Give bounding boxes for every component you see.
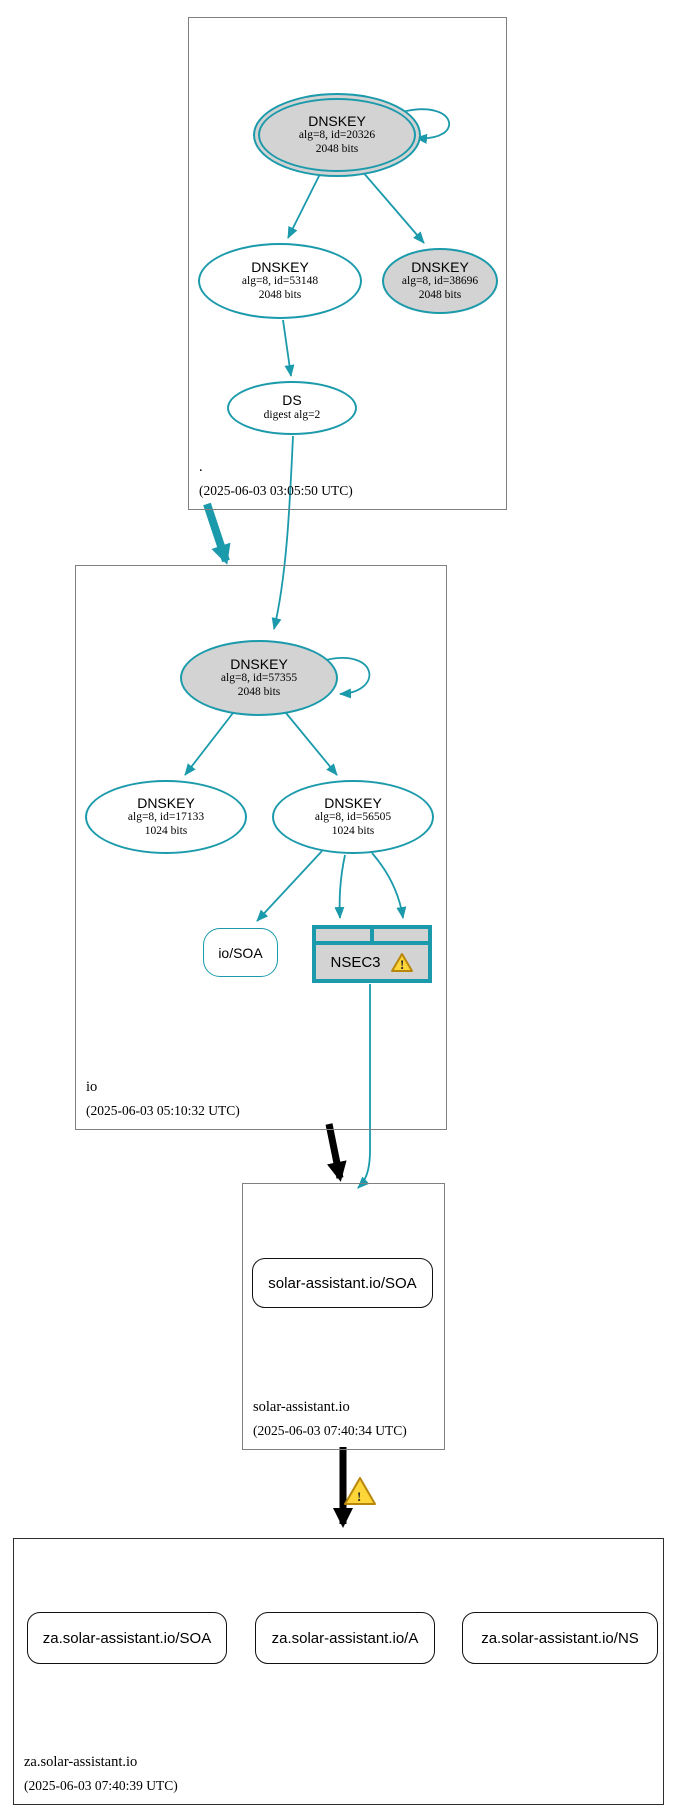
zone-timestamp: (2025-06-03 05:10:32 UTC) (86, 1103, 240, 1118)
zone-name: solar-assistant.io (253, 1399, 350, 1415)
node-title: DNSKEY (324, 794, 382, 811)
node-bits: 1024 bits (144, 824, 188, 837)
node-bits: 2048 bits (418, 288, 462, 301)
node-title: DNSKEY (308, 112, 366, 129)
zone-footer-root: . (2025-06-03 03:05:50 UTC) (199, 459, 353, 499)
nsec3-cell (316, 929, 370, 941)
rrset-label: za.solar-assistant.io/NS (481, 1629, 639, 1647)
node-title: DNSKEY (230, 655, 288, 672)
zone-timestamp: (2025-06-03 07:40:39 UTC) (24, 1778, 178, 1793)
zone-name: . (199, 459, 203, 475)
nsec3-node[interactable]: NSEC3 ! (312, 925, 432, 983)
zone-footer-za-solar-assistant: za.solar-assistant.io (2025-06-03 07:40:… (24, 1754, 178, 1794)
node-meta: alg=8, id=56505 (314, 810, 392, 823)
dnskey-node-io-ksk[interactable]: DNSKEY alg=8, id=57355 2048 bits (180, 640, 338, 716)
dnskey-node-root-zsk[interactable]: DNSKEY alg=8, id=53148 2048 bits (198, 243, 362, 319)
dnskey-node-root-ksk[interactable]: DNSKEY alg=8, id=20326 2048 bits (253, 93, 421, 177)
node-meta: alg=8, id=20326 (298, 128, 376, 141)
zone-footer-io: io (2025-06-03 05:10:32 UTC) (86, 1079, 240, 1119)
node-meta: alg=8, id=38696 (401, 274, 479, 287)
svg-text:!: ! (400, 957, 404, 972)
dnskey-node-root-38696[interactable]: DNSKEY alg=8, id=38696 2048 bits (382, 248, 498, 314)
zone-box-root: . (2025-06-03 03:05:50 UTC) (188, 17, 507, 510)
dnskey-node-io-zsk2[interactable]: DNSKEY alg=8, id=56505 1024 bits (272, 780, 434, 854)
zone-name: za.solar-assistant.io (24, 1754, 138, 1770)
rrset-node-io-soa[interactable]: io/SOA (203, 928, 278, 977)
node-bits: 2048 bits (237, 685, 281, 698)
zone-box-io: io (2025-06-03 05:10:32 UTC) (75, 565, 447, 1130)
zone-timestamp: (2025-06-03 03:05:50 UTC) (199, 483, 353, 498)
rrset-label: solar-assistant.io/SOA (268, 1274, 417, 1292)
warning-icon[interactable]: ! (390, 952, 414, 973)
node-meta: digest alg=2 (263, 408, 321, 421)
node-meta: alg=8, id=53148 (241, 274, 319, 287)
rrset-label: za.solar-assistant.io/A (271, 1629, 419, 1647)
rrset-node-za-a[interactable]: za.solar-assistant.io/A (255, 1612, 435, 1664)
zone-box-solar-assistant: solar-assistant.io (2025-06-03 07:40:34 … (242, 1183, 445, 1450)
nsec3-header-cells (316, 929, 428, 941)
node-bits: 2048 bits (315, 142, 359, 155)
root-to-io-delegation-arrow (203, 502, 231, 565)
io-to-solar-delegation-arrow (325, 1123, 347, 1182)
node-title: DNSKEY (137, 794, 195, 811)
node-title: DNSKEY (251, 258, 309, 275)
node-title: DNSKEY (411, 258, 469, 275)
rrset-label: za.solar-assistant.io/SOA (42, 1629, 212, 1647)
zone-box-za-solar-assistant: za.solar-assistant.io (2025-06-03 07:40:… (13, 1538, 664, 1805)
nsec3-body: NSEC3 ! (316, 945, 428, 979)
rrset-node-za-soa[interactable]: za.solar-assistant.io/SOA (27, 1612, 227, 1664)
rrset-label: io/SOA (218, 944, 263, 961)
rrset-node-solar-soa[interactable]: solar-assistant.io/SOA (252, 1258, 433, 1308)
dnskey-node-io-zsk1[interactable]: DNSKEY alg=8, id=17133 1024 bits (85, 780, 247, 854)
node-title: DS (282, 392, 302, 409)
nsec3-cell (374, 929, 428, 941)
node-bits: 1024 bits (331, 824, 375, 837)
warning-icon[interactable]: ! (344, 1477, 376, 1505)
zone-timestamp: (2025-06-03 07:40:34 UTC) (253, 1423, 407, 1438)
rrset-node-za-ns[interactable]: za.solar-assistant.io/NS (462, 1612, 658, 1664)
node-meta: alg=8, id=17133 (127, 810, 205, 823)
ds-node-root[interactable]: DS digest alg=2 (227, 381, 357, 435)
node-bits: 2048 bits (258, 288, 302, 301)
zone-name: io (86, 1079, 98, 1095)
node-meta: alg=8, id=57355 (220, 671, 298, 684)
nsec3-label: NSEC3 (330, 953, 381, 971)
svg-text:!: ! (357, 1489, 361, 1504)
zone-footer-solar-assistant: solar-assistant.io (2025-06-03 07:40:34 … (253, 1399, 407, 1439)
